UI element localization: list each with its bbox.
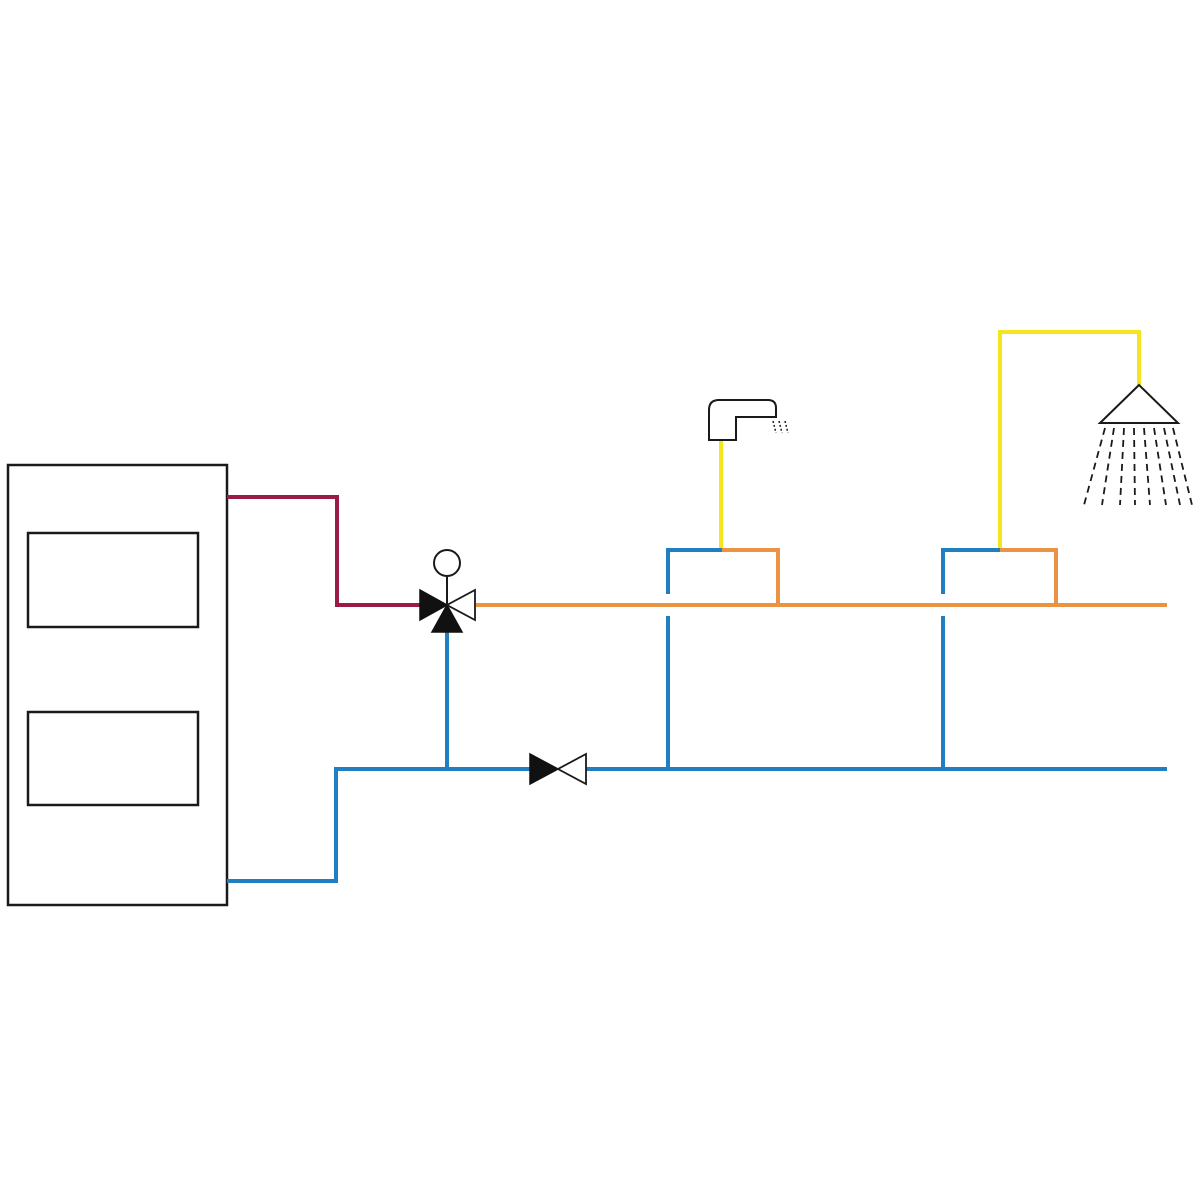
check-valve-closed-half <box>529 752 560 786</box>
water-heater <box>6 463 229 907</box>
water-heater-lower-panel <box>26 710 200 807</box>
shower-spray-line-2 <box>1101 427 1115 506</box>
tap-body <box>708 399 777 441</box>
shower-spray <box>1083 427 1193 506</box>
shower-spray-line-6 <box>1153 427 1167 506</box>
mixing-valve-actuator <box>433 549 461 577</box>
tap-icon <box>708 399 789 441</box>
shower-spray-line-3 <box>1119 427 1125 506</box>
shower-cold-riser-upper <box>941 548 1000 594</box>
water-heater-upper-panel <box>26 531 200 629</box>
tap-spray-3 <box>784 420 789 434</box>
water-heater-body <box>6 463 229 907</box>
shower-outlet-pipe <box>998 330 1141 548</box>
shower-spray-line-5 <box>1143 427 1151 506</box>
shower-mixed-branch <box>1000 548 1058 605</box>
mixing-valve-bottom-port <box>430 603 464 633</box>
shower-branch <box>941 330 1141 769</box>
tap-branch <box>666 440 780 769</box>
check-valve <box>529 752 587 786</box>
tap-mixed-branch <box>722 548 780 605</box>
shower-icon <box>1083 383 1193 506</box>
hot-supply-pipe <box>227 495 420 607</box>
shower-spray-line-1 <box>1083 427 1106 506</box>
tap-cold-riser-upper <box>666 548 722 594</box>
cold-return-pipe <box>227 767 530 883</box>
tap-spray-1 <box>772 420 777 434</box>
shower-head <box>1097 383 1181 424</box>
tap-spray-2 <box>778 420 783 434</box>
mixing-valve <box>419 549 476 633</box>
shower-spray-line-8 <box>1172 427 1193 506</box>
mixing-valve-right-port <box>445 588 476 622</box>
shower-spray-line-4 <box>1133 427 1136 506</box>
shower-spray-line-7 <box>1163 427 1181 506</box>
check-valve-open-half <box>556 752 587 786</box>
mixing-valve-left-port <box>419 588 449 622</box>
